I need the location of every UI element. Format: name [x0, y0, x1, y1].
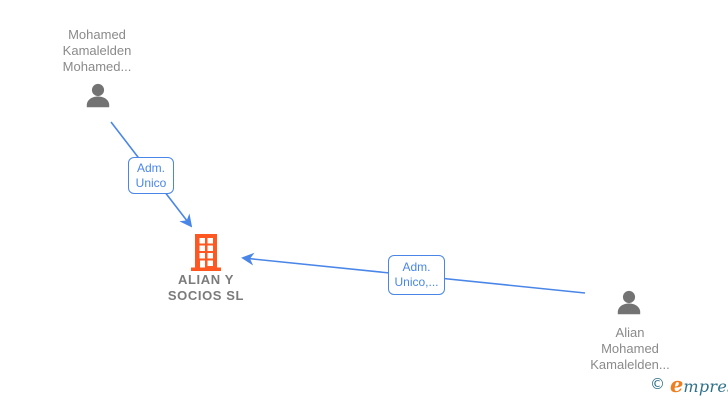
person-icon[interactable] — [83, 83, 113, 111]
company-name-line1: ALIAN Y — [178, 272, 234, 287]
empresia-logo: empresia — [670, 372, 728, 397]
company-name[interactable]: ALIAN Y SOCIOS SL — [146, 272, 266, 304]
person2-name-line3: Kamalelden... — [590, 357, 670, 372]
edge-label-adm-unico[interactable]: Adm. Unico — [128, 157, 174, 194]
person2-name-line2: Mohamed — [601, 341, 659, 356]
edge-label-adm-unico-more[interactable]: Adm. Unico,... — [388, 255, 445, 295]
person1-name[interactable]: Mohamed Kamalelden Mohamed... — [37, 27, 157, 75]
person1-name-line3: Mohamed... — [62, 59, 132, 74]
empresia-logo-rest: mpresia — [683, 376, 728, 396]
person-icon[interactable] — [614, 290, 644, 318]
person1-name-line2: Kamalelden — [62, 43, 132, 58]
person1-name-line1: Mohamed — [68, 27, 126, 42]
empresia-watermark: © empresia — [650, 371, 728, 397]
company-name-line2: SOCIOS SL — [167, 288, 245, 303]
empresia-logo-initial: e — [670, 371, 684, 397]
building-icon[interactable] — [190, 233, 222, 271]
person2-name[interactable]: Alian Mohamed Kamalelden... — [570, 325, 690, 373]
person2-name-line1: Alian — [615, 325, 645, 340]
copyright-icon: © — [650, 375, 665, 393]
